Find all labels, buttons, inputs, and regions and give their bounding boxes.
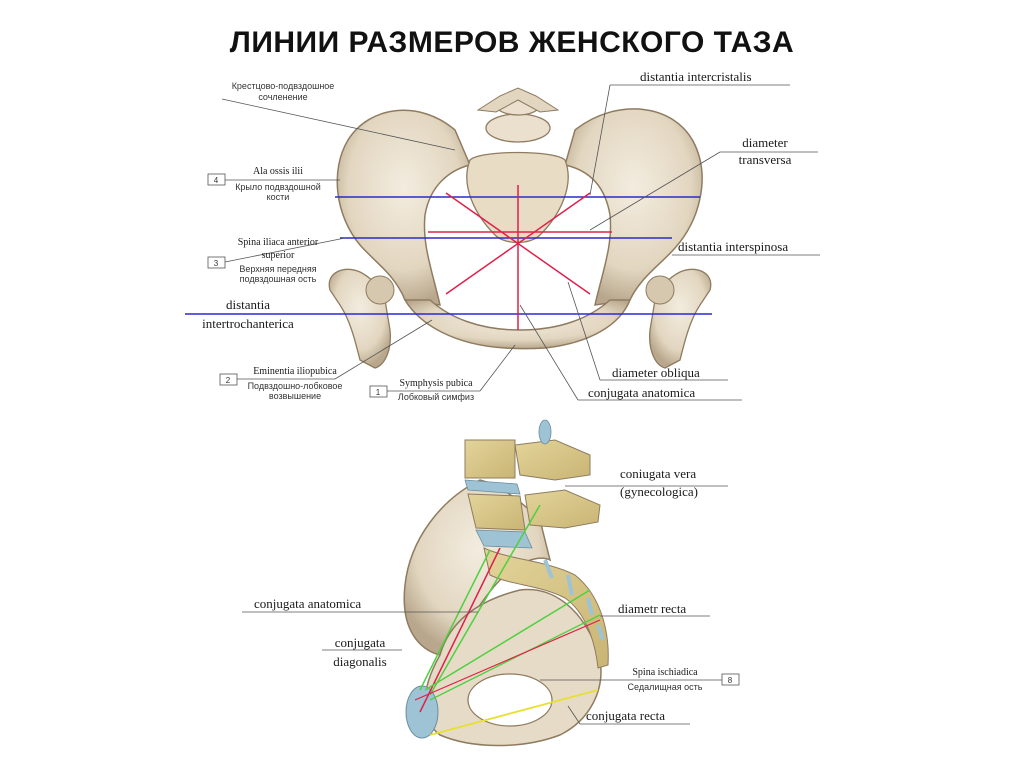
- line-recta-red: [414, 619, 601, 701]
- label-recta-diam: diametr recta: [618, 601, 686, 616]
- symphysis-cartilage: [405, 685, 439, 739]
- label-intertrochanterica-1: distantia: [226, 297, 270, 312]
- right-iliac-wing: [564, 108, 703, 306]
- label-diagonalis-2: diagonalis: [333, 654, 386, 669]
- sacral-discs: [543, 559, 605, 641]
- vertebral-process: [476, 87, 560, 113]
- label-diagonalis-1: conjugata: [335, 635, 386, 650]
- label-transversa-1: diameter: [742, 135, 788, 150]
- number-4: 4: [214, 176, 219, 185]
- label-spina-ru-2: подвздошная ость: [240, 274, 317, 284]
- page-title: ЛИНИИ РАЗМЕРОВ ЖЕНСКОГО ТАЗА: [229, 26, 795, 59]
- obturator-foramen: [467, 673, 553, 727]
- right-acetabulum: [645, 275, 675, 305]
- line-recta: [429, 689, 599, 736]
- line-recta-diam-2: [429, 614, 601, 701]
- label-ala-ru-1: Крыло подвздошной: [235, 182, 321, 192]
- top-right-labels: distantia intercristalis diameter transv…: [519, 69, 820, 401]
- label-obliqua: diameter obliqua: [612, 365, 700, 380]
- label-ischiadica-ru: Седалищная ость: [628, 682, 703, 692]
- label-recta: conjugata recta: [586, 708, 665, 723]
- label-symphysis-ru: Лобковый симфиз: [398, 392, 474, 402]
- spinous-process-mid: [524, 489, 601, 529]
- label-ala-ru-2: кости: [267, 192, 290, 202]
- line-vera: [429, 504, 541, 696]
- label-symphysis-latin: Symphysis pubica: [399, 378, 473, 389]
- label-ischiadica-latin: Spina ischiadica: [632, 667, 698, 678]
- label-vera-1: coniugata vera: [620, 466, 696, 481]
- number-1: 1: [376, 388, 381, 397]
- label-eminentia-latin: Eminentia iliopubica: [253, 366, 337, 377]
- spinal-canal-cap: [538, 419, 552, 445]
- number-3: 3: [214, 259, 219, 268]
- number-2: 2: [226, 376, 231, 385]
- label-anatomica-bottom: conjugata anatomica: [254, 596, 361, 611]
- label-intercristalis: distantia intercristalis: [640, 69, 752, 84]
- vertebra-l5: [485, 113, 551, 143]
- vertebra-body-2: [467, 493, 526, 531]
- top-left-labels: Крестцово-подвздошное сочленение 4 Ala o…: [202, 81, 516, 402]
- label-intertrochanterica-2: intertrochanterica: [202, 316, 294, 331]
- line-recta-diam: [424, 589, 591, 691]
- line-anatomica-sag: [419, 549, 491, 691]
- bottom-labels: coniugata vera (gynecologica) conjugata …: [242, 466, 740, 725]
- sacrum-sagittal: [483, 547, 609, 669]
- label-anatomica-top: conjugata anatomica: [588, 385, 695, 400]
- label-spina-ru-1: Верхняя передняя: [239, 264, 316, 274]
- spinous-process-top: [514, 439, 591, 481]
- label-interspinosa: distantia interspinosa: [678, 239, 788, 254]
- label-eminentia-ru-2: возвышение: [269, 391, 321, 401]
- left-acetabulum: [365, 275, 395, 305]
- pubic-arch: [403, 299, 632, 350]
- label-eminentia-ru-1: Подвздошно-лобковое: [248, 381, 343, 391]
- label-spina-latin-2: superior: [262, 250, 295, 261]
- label-transversa-2: transversa: [739, 152, 792, 167]
- label-sacroiliac-1: Крестцово-подвздошное: [232, 81, 335, 91]
- label-vera-2: (gynecologica): [620, 484, 698, 499]
- label-ala-latin: Ala ossis ilii: [253, 166, 303, 177]
- pelvis-sagittal-view: [403, 419, 609, 747]
- disc-1: [464, 479, 521, 495]
- pelvis-front-view: [185, 87, 712, 369]
- number-8: 8: [728, 676, 733, 685]
- label-sacroiliac-2: сочленение: [258, 92, 307, 102]
- label-spina-latin-1: Spina iliaca anterior: [238, 237, 319, 248]
- left-iliac-wing: [336, 109, 472, 306]
- vertebra-body-1: [464, 439, 516, 479]
